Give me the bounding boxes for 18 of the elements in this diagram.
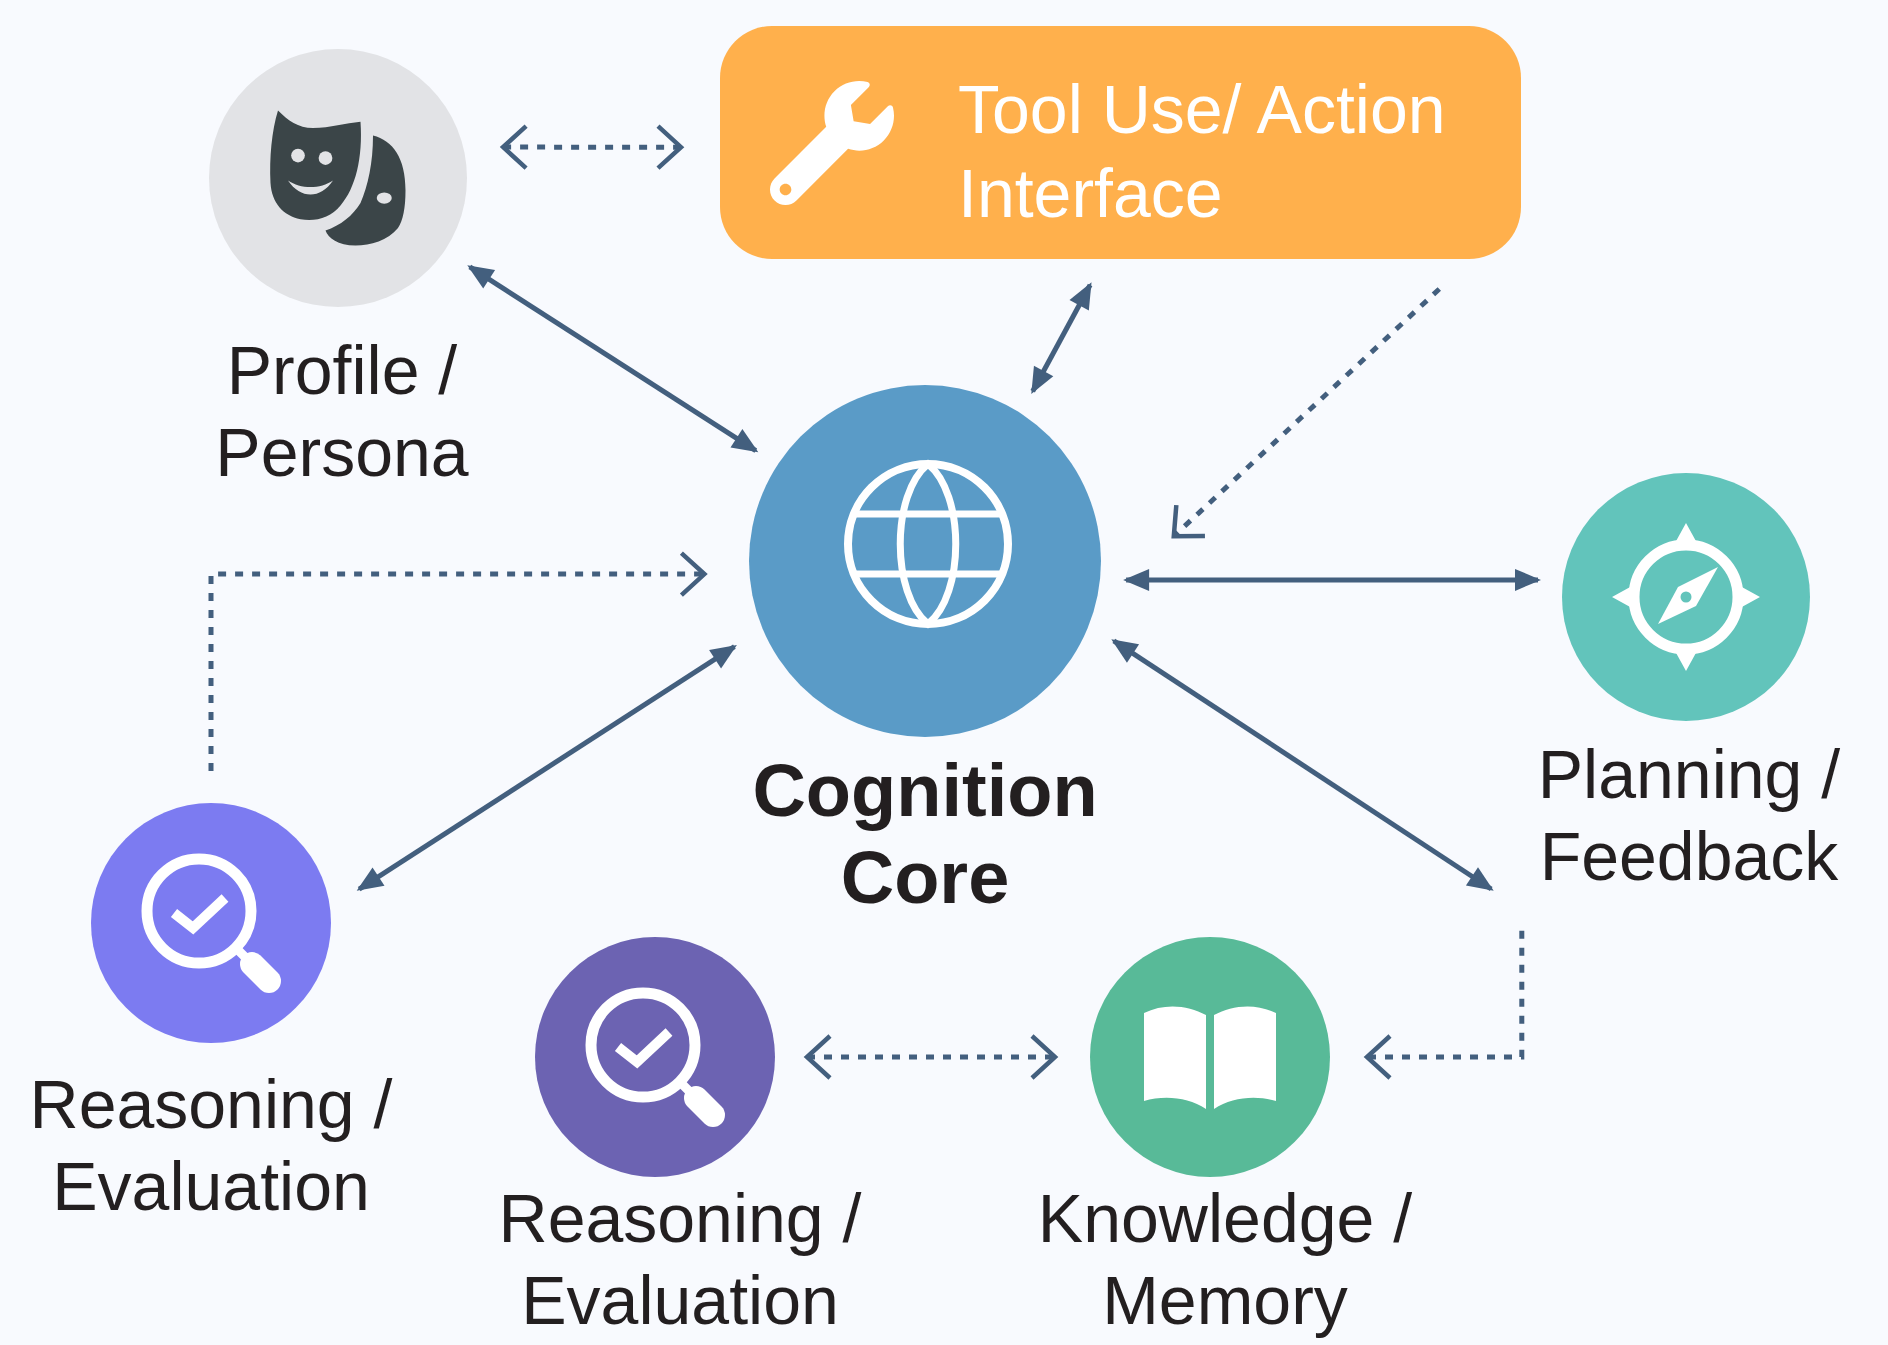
dashed-arrow [1364,930,1525,1081]
node-label: Planning / Feedback [1536,735,1842,896]
node-label: Profile / Persona [214,331,470,492]
dashed-arrow [208,550,707,771]
node-label: Knowledge / Memory [1036,1179,1414,1340]
double-arrow [1111,638,1494,892]
dashed-double-arrow [804,1033,1058,1081]
node-title: Cognition Core [751,748,1099,921]
double-arrow [467,264,759,453]
action-card [720,26,1521,259]
node-label: Reasoning / Evaluation [28,1065,394,1226]
double-arrow [1030,282,1093,394]
double-arrow [356,644,737,892]
node-label: Reasoning / Evaluation [497,1179,863,1340]
dashed-arrow [1171,287,1441,539]
double-arrow [1123,568,1541,591]
card-label: Tool Use/ Action Interface [958,69,1447,233]
dashed-double-arrow [500,123,684,171]
